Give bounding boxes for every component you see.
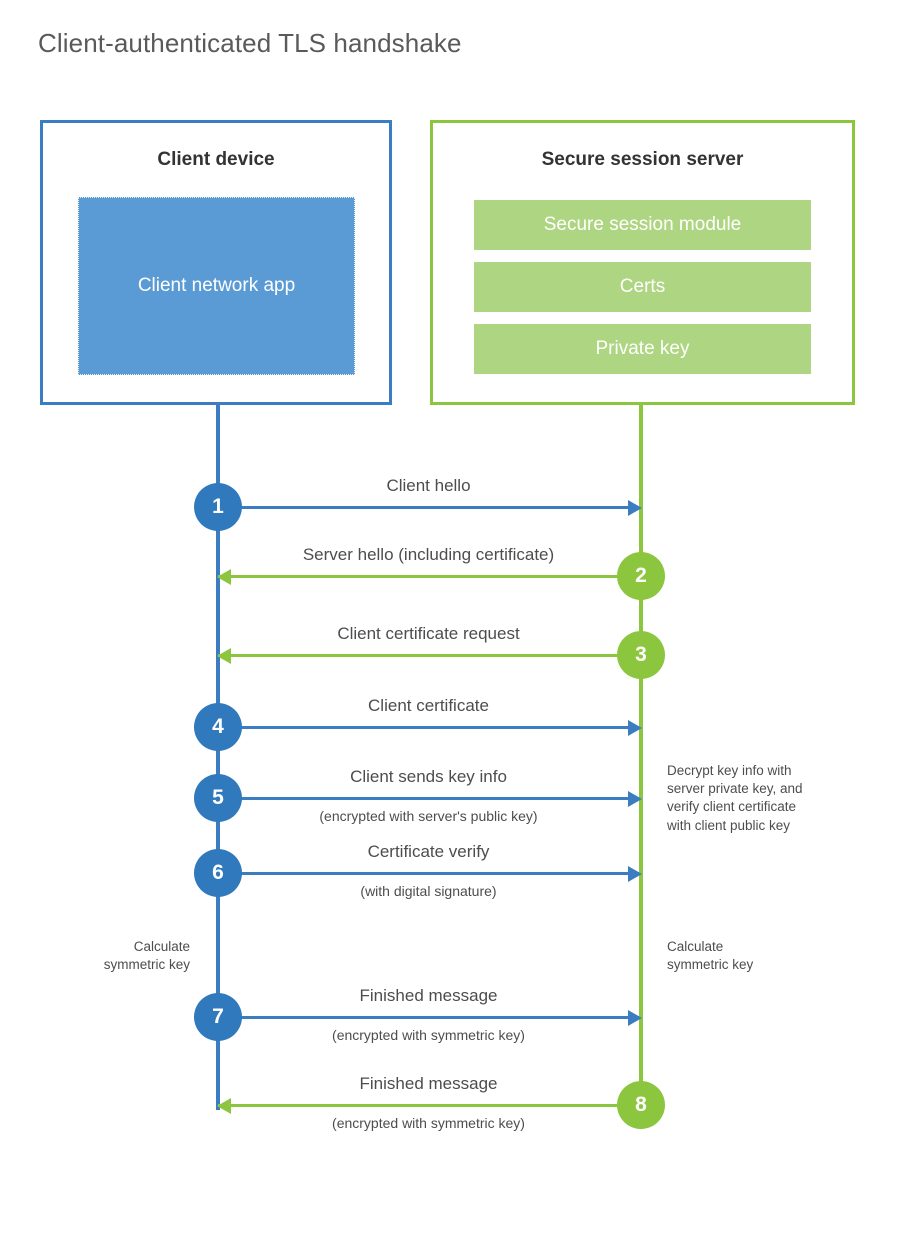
message-label: Finished message	[359, 1074, 498, 1093]
arrow-head-icon	[628, 500, 642, 516]
server-lifeline	[639, 405, 643, 1106]
message-arrow-line	[218, 797, 639, 800]
server-component-secure-session-module: Secure session module	[474, 200, 811, 250]
arrow-head-icon	[217, 648, 231, 664]
secure-session-server-box: Secure session server Secure session mod…	[430, 120, 855, 405]
message-sublabel: (encrypted with symmetric key)	[332, 1027, 525, 1043]
step-badge-1[interactable]: 1	[194, 483, 242, 531]
client-network-app-block: Client network app	[78, 197, 355, 375]
step-badge-5[interactable]: 5	[194, 774, 242, 822]
step-badge-6[interactable]: 6	[194, 849, 242, 897]
secure-session-server-title: Secure session server	[541, 149, 744, 170]
message-arrow-line	[218, 726, 639, 729]
message-arrow-line	[218, 506, 639, 509]
side-note: Decrypt key info with server private key…	[667, 763, 803, 833]
message-sublabel: (encrypted with server's public key)	[319, 808, 538, 824]
client-device-title: Client device	[157, 149, 275, 170]
message-label: Client certificate	[368, 696, 489, 715]
message-arrow-line	[218, 1104, 639, 1107]
step-badge-7[interactable]: 7	[194, 993, 242, 1041]
arrow-head-icon	[217, 1098, 231, 1114]
message-label: Finished message	[359, 986, 498, 1005]
client-device-box: Client device Client network app	[40, 120, 392, 405]
page-title: Client-authenticated TLS handshake	[38, 28, 462, 58]
step-badge-2[interactable]: 2	[617, 552, 665, 600]
message-label: Client hello	[386, 476, 471, 495]
message-label: Server hello (including certificate)	[302, 545, 555, 564]
message-label: Certificate verify	[367, 842, 490, 861]
arrow-head-icon	[628, 720, 642, 736]
client-lifeline	[216, 405, 220, 1110]
step-badge-4[interactable]: 4	[194, 703, 242, 751]
message-label: Client sends key info	[350, 767, 507, 786]
message-sublabel: (encrypted with symmetric key)	[332, 1115, 525, 1131]
side-note: Calculate symmetric key	[103, 939, 190, 973]
arrow-head-icon	[217, 569, 231, 585]
message-label: Client certificate request	[337, 624, 520, 643]
server-component-private-key: Private key	[474, 324, 811, 374]
side-note: Calculate symmetric key	[667, 939, 754, 973]
arrow-head-icon	[628, 866, 642, 882]
message-sublabel: (with digital signature)	[360, 883, 497, 899]
message-arrow-line	[218, 575, 639, 578]
step-badge-3[interactable]: 3	[617, 631, 665, 679]
message-arrow-line	[218, 654, 639, 657]
step-badge-8[interactable]: 8	[617, 1081, 665, 1129]
server-component-certs: Certs	[474, 262, 811, 312]
arrow-head-icon	[628, 1010, 642, 1026]
arrow-head-icon	[628, 791, 642, 807]
message-arrow-line	[218, 1016, 639, 1019]
message-arrow-line	[218, 872, 639, 875]
